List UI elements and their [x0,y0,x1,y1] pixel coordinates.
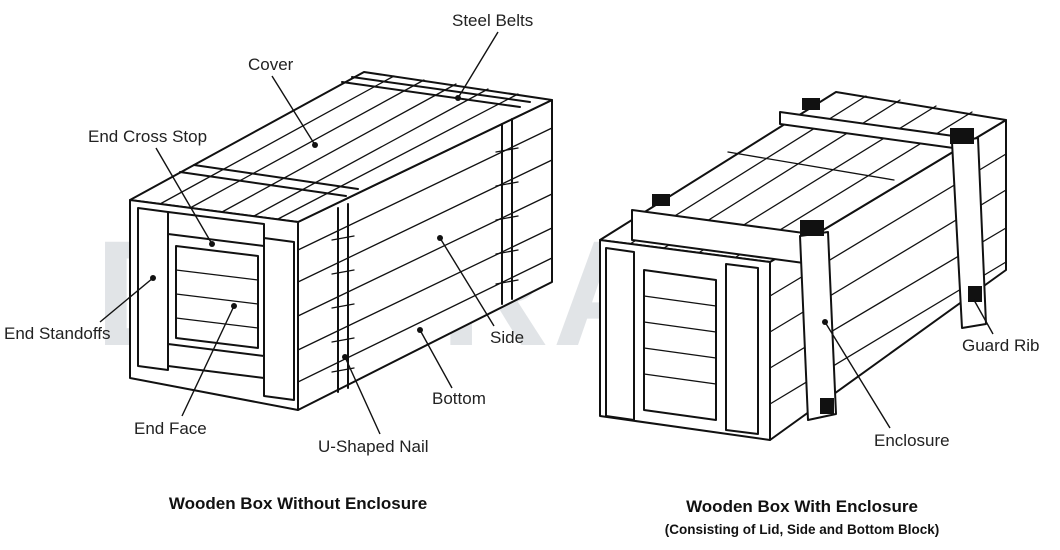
label-end-cross-stop: End Cross Stop [88,127,207,146]
label-guard-rib: Guard Rib [962,336,1039,355]
leader-bottom [419,329,453,389]
right-front-side-block-right [725,263,759,435]
leader-cover [271,75,316,146]
right-box-subcaption: (Consisting of Lid, Side and Bottom Bloc… [665,522,940,537]
left-box-caption: Wooden Box Without Enclosure [169,494,427,513]
corner-block-5 [968,286,982,302]
corner-block-2 [800,220,824,236]
left-end-face-panel [175,245,259,349]
label-cover: Cover [248,55,294,74]
leader-side [439,237,495,327]
right-end-face-panel [643,269,717,421]
left-box-illustration [129,71,553,411]
label-bottom: Bottom [432,389,486,408]
right-box-caption: Wooden Box With Enclosure [686,497,918,516]
leader-guard-rib [973,299,994,335]
right-box-labels: Guard Rib Enclosure Wooden Box With Encl… [665,299,1039,537]
leader-enclosure [824,321,891,429]
label-side: Side [490,328,524,347]
leader-u-shaped-nail [344,356,381,435]
left-end-standoff-right [263,237,295,401]
label-u-shaped-nail: U-Shaped Nail [318,437,429,456]
right-box-illustration [599,91,1007,441]
corner-block-1 [652,194,670,206]
left-end-standoff-left [137,207,169,371]
corner-block-6 [820,398,834,414]
corner-block-4 [950,128,974,144]
label-end-standoffs: End Standoffs [4,324,111,343]
leader-end-standoffs [99,277,154,323]
label-end-face: End Face [134,419,207,438]
label-steel-belts: Steel Belts [452,11,533,30]
left-end-cross-stop-bottom [167,343,265,379]
left-box-labels: Steel Belts Cover End Cross Stop End Sta… [4,11,533,513]
corner-block-3 [802,98,820,110]
leader-end-cross-stop [155,147,213,245]
label-enclosure: Enclosure [874,431,950,450]
leader-steel-belts [457,31,499,99]
right-front-side-block-left [605,247,635,421]
left-end-cross-stop-top [167,211,265,247]
leader-end-face [181,305,235,417]
